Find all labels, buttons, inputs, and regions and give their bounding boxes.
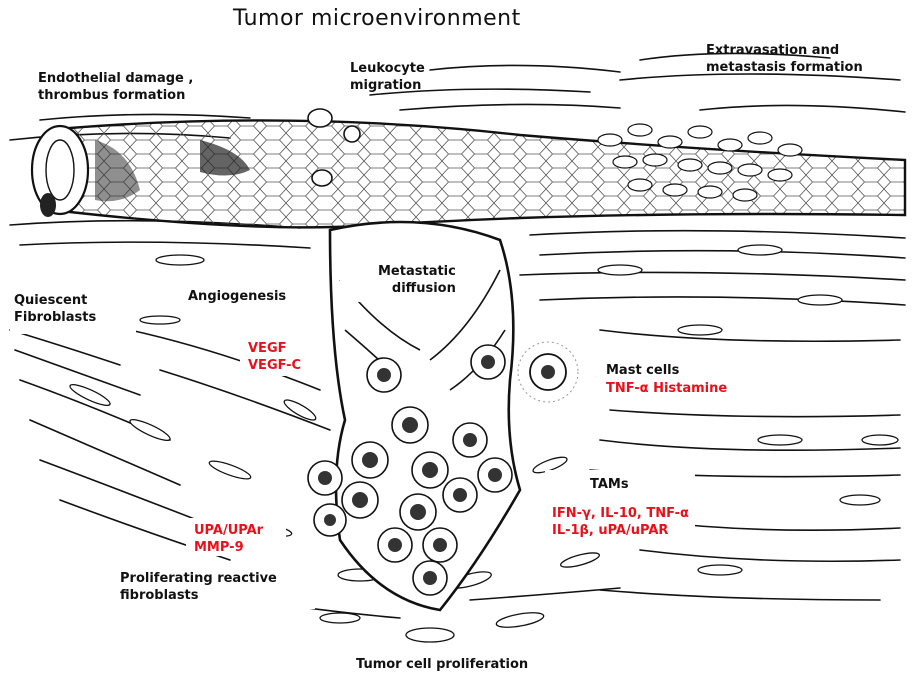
label-endothelial-damage: Endothelial damage , thrombus formation xyxy=(38,70,193,104)
label-proliferating-fibroblasts: Proliferating reactive fibroblasts xyxy=(120,570,277,604)
label-upa-factors: UPA/UPAr MMP-9 xyxy=(194,522,263,556)
label-metastatic-diffusion: Metastatic diffusion xyxy=(378,263,456,297)
label-extravasation: Extravasation and metastasis formation xyxy=(706,42,863,76)
label-tumor-cell-proliferation: Tumor cell proliferation xyxy=(356,656,528,673)
label-vegf-factors: VEGF VEGF-C xyxy=(248,340,301,374)
label-leukocyte-migration: Leukocyte migration xyxy=(350,60,425,94)
label-angiogenesis: Angiogenesis xyxy=(188,288,286,305)
label-quiescent-fibroblasts: Quiescent Fibroblasts xyxy=(14,292,96,326)
mast-cell xyxy=(518,342,578,402)
label-mast-cells: Mast cells xyxy=(606,362,679,379)
label-tams: TAMs xyxy=(590,476,629,493)
diagram-title: Tumor microenvironment xyxy=(233,6,521,31)
label-tams-factors: IFN-γ, IL-10, TNF-α IL-1β, uPA/uPAR xyxy=(552,505,689,539)
label-mast-factors: TNF-α Histamine xyxy=(606,380,727,397)
